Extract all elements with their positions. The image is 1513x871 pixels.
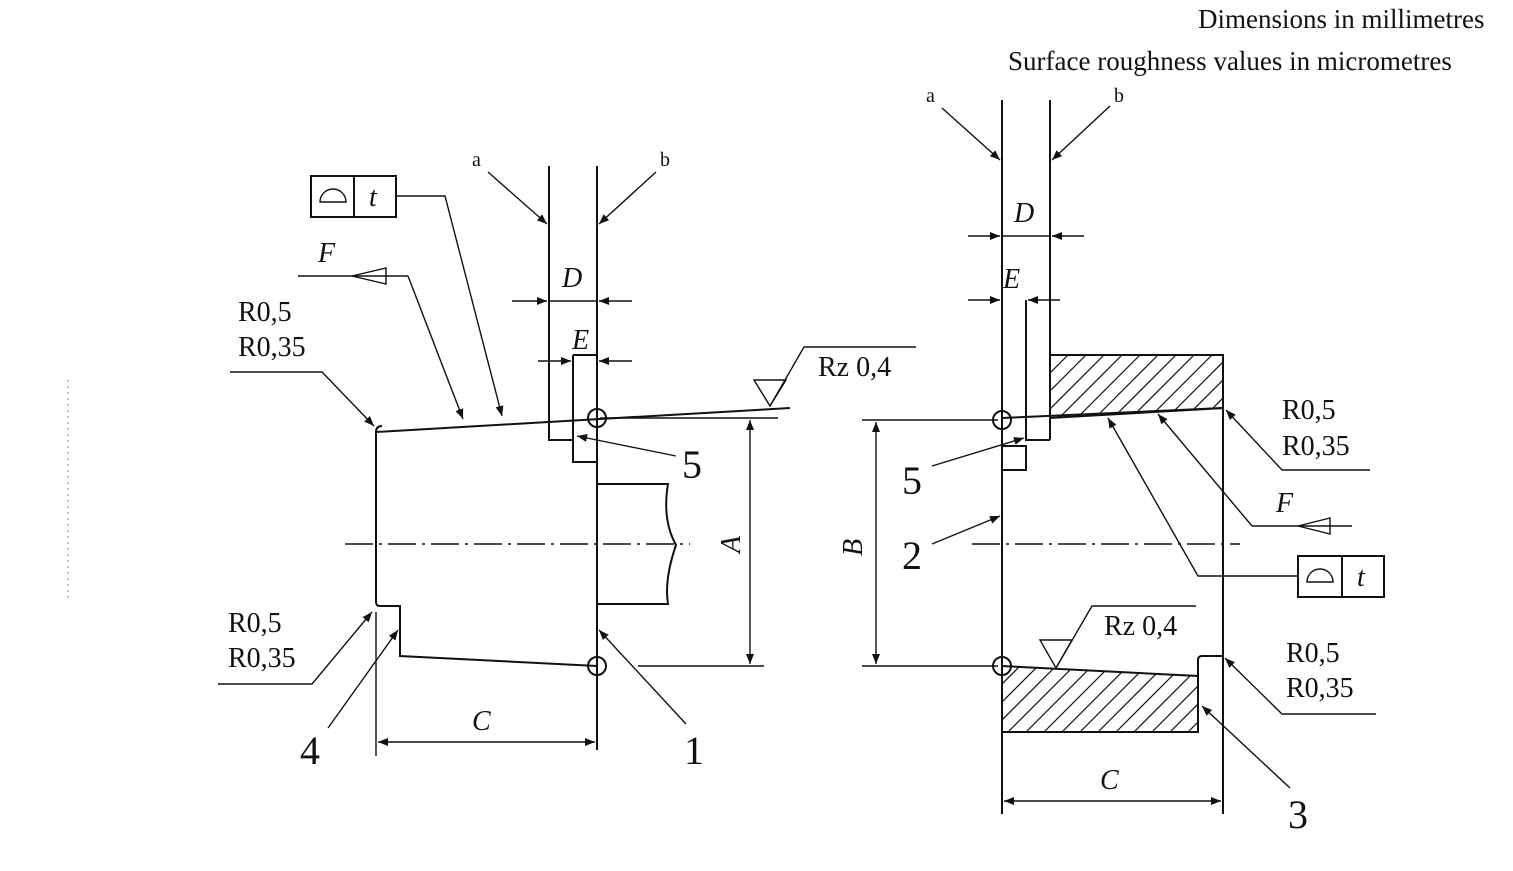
left-roughness-symbol [752, 379, 788, 408]
left-roughness-leader [769, 346, 916, 407]
right-dim-d-label: D [1013, 198, 1034, 229]
left-callout-1-leader [598, 629, 687, 725]
left-callout-1: 1 [684, 728, 704, 773]
right-radius-bottom-2: R0,35 [1286, 673, 1354, 704]
left-force-leader [407, 275, 464, 420]
profile-of-surface-icon [319, 188, 347, 203]
right-radius-bottom-leader [1224, 657, 1376, 715]
right-dim-b-label: B [838, 539, 869, 556]
right-dim-e-label: E [1002, 264, 1020, 295]
right-callout-5-leader [931, 437, 1025, 467]
left-radius-top-leader [230, 371, 375, 427]
profile-of-surface-icon [1306, 568, 1334, 583]
right-radius-bottom-1: R0,5 [1286, 638, 1340, 669]
left-callout-5-leader [576, 434, 677, 457]
right-upper-hatch [1050, 355, 1223, 418]
right-roughness-label: Rz 0,4 [1104, 611, 1177, 642]
right-radius-top-leader [1225, 409, 1370, 471]
right-force-triangle [1297, 517, 1331, 535]
right-radius-top-2: R0,35 [1282, 431, 1350, 462]
right-step-outline [1025, 300, 1050, 441]
right-lower-hatch [1002, 666, 1198, 732]
left-ref-a: a [472, 149, 481, 171]
right-arrow-a [941, 107, 1001, 161]
left-roughness-label: Rz 0,4 [818, 352, 891, 383]
right-ref-a: a [926, 85, 935, 107]
left-part-outline [375, 432, 598, 667]
left-radius-bottom-2: R0,35 [228, 643, 296, 674]
right-tolerance-leader [1107, 417, 1298, 577]
left-callout-4-leader [327, 629, 399, 729]
left-radius-bottom-leader [218, 611, 373, 685]
left-ref-circle-bottom [587, 656, 607, 676]
left-shaft-stub [597, 483, 678, 605]
right-callout-5: 5 [902, 458, 922, 503]
left-callout-4: 4 [300, 728, 320, 773]
left-top-radius [375, 425, 383, 433]
left-radius-top-1: R0,5 [238, 297, 292, 328]
right-tapered-surface [1001, 407, 1224, 419]
left-dim-c-label: C [472, 706, 491, 737]
right-force-label: F [1275, 488, 1294, 519]
right-dim-c-label: C [1100, 765, 1119, 796]
right-view: a b D E B C Rz 0,4 F [838, 85, 1385, 837]
left-view: a b D E A C Rz 0,4 F [218, 149, 916, 773]
right-callout-2-leader [931, 515, 1001, 545]
right-radius-top-1: R0,5 [1282, 395, 1336, 426]
roughness-note: Surface roughness values in micrometres [1008, 46, 1452, 76]
right-callout-3-leader [1201, 705, 1291, 789]
left-dim-a-label: A [716, 535, 747, 555]
left-radius-bottom-1: R0,5 [228, 608, 282, 639]
right-arrow-b [1051, 105, 1111, 161]
left-arrow-b [598, 171, 657, 225]
right-roughness-symbol [1038, 639, 1074, 670]
left-callout-5: 5 [682, 442, 702, 487]
left-arrow-a [487, 171, 548, 225]
right-ref-b: b [1114, 85, 1124, 107]
left-tapered-surface [375, 407, 791, 433]
left-radius-top-2: R0,35 [238, 332, 306, 363]
right-step-lower [1002, 445, 1027, 471]
right-roughness-leader [1055, 605, 1196, 669]
right-callout-3: 3 [1288, 792, 1308, 837]
dimensions-note: Dimensions in millimetres [1198, 4, 1484, 34]
right-callout-2: 2 [902, 533, 922, 578]
left-force-label: F [317, 238, 336, 269]
right-force-leader [1157, 413, 1253, 527]
right-tolerance-value: t [1357, 562, 1366, 593]
left-tolerance-value: t [369, 182, 378, 213]
left-dim-d-label: D [561, 263, 582, 294]
left-ref-b: b [660, 149, 670, 171]
left-tolerance-leader [396, 195, 504, 417]
left-force-triangle [351, 267, 387, 285]
right-bottom-step [1197, 655, 1223, 676]
left-dim-e-label: E [571, 325, 589, 356]
